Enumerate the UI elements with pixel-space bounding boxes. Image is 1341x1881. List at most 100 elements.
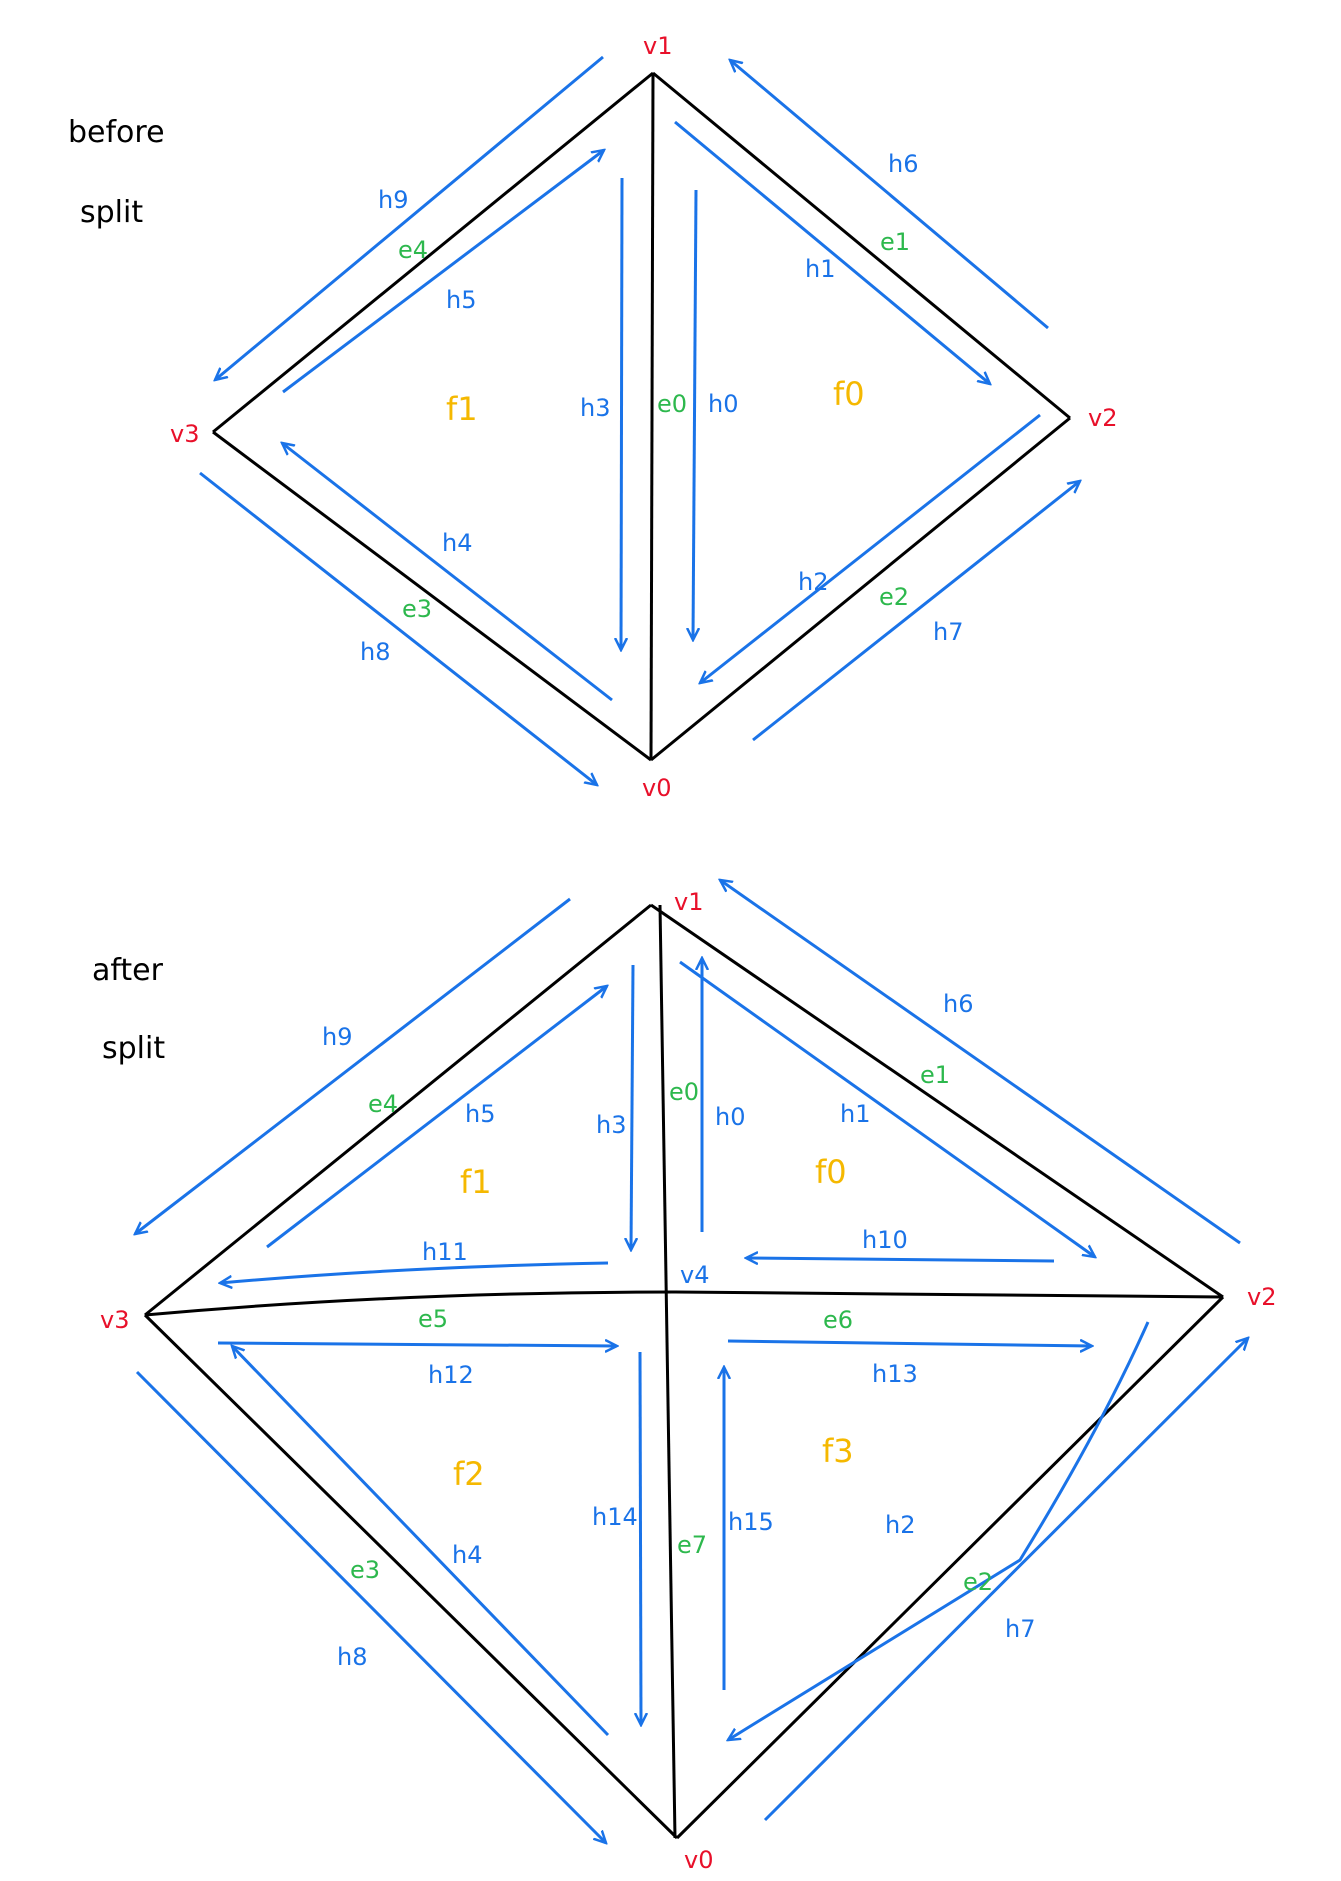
after-vertex-label-v3: v3 — [100, 1306, 129, 1334]
after-halfedge-h2-arrow — [728, 1321, 1150, 1740]
before-halfedge-label-h3: h3 — [580, 394, 610, 422]
before-edge-label-e2: e2 — [879, 583, 909, 611]
after-edge-v3-v1 — [144, 903, 652, 1317]
after-face-label-f1: f1 — [460, 1163, 492, 1201]
after-halfedge-label-h5: h5 — [465, 1100, 495, 1128]
after-title: after — [92, 953, 164, 988]
after-mesh-edges — [143, 903, 1225, 1840]
after-edge-label-e2: e2 — [963, 1568, 993, 1596]
after-face-label-f0: f0 — [815, 1153, 847, 1191]
before-halfedge-label-h5: h5 — [446, 286, 476, 314]
after-edge-label-e4: e4 — [368, 1090, 398, 1118]
before-halfedge-label-h4: h4 — [442, 529, 472, 557]
after-halfedge-h9-arrow — [135, 897, 571, 1234]
after-halfedge-label-h15: h15 — [728, 1508, 774, 1536]
before-vertex-label-v3: v3 — [170, 420, 199, 448]
after-halfedge-label-h10: h10 — [862, 1226, 908, 1254]
before-vertex-label-v2: v2 — [1088, 404, 1117, 432]
before-halfedge-label-h8: h8 — [360, 638, 390, 666]
before-mesh-edges — [212, 71, 1071, 762]
after-diagram: after split — [92, 880, 1276, 1874]
before-vertex-label-v0: v0 — [642, 774, 671, 802]
after-halfedge-h11-arrow — [220, 1261, 609, 1283]
after-edge-label-e3: e3 — [350, 1556, 380, 1584]
before-halfedge-h1-arrow — [674, 120, 990, 384]
after-halfedge-label-h1: h1 — [840, 1100, 870, 1128]
before-halfedge-h8-arrow — [199, 471, 597, 785]
after-halfedge-h10-arrow — [746, 1258, 1055, 1261]
before-halfedges — [199, 55, 1080, 785]
after-halfedge-h7-arrow — [763, 1338, 1248, 1822]
after-vertex-label-v1: v1 — [674, 888, 703, 916]
after-vertex-label-v2: v2 — [1247, 1283, 1276, 1311]
before-halfedge-h7-arrow — [752, 481, 1080, 742]
before-halfedge-h4-arrow — [282, 443, 613, 702]
before-halfedge-label-h1: h1 — [805, 255, 835, 283]
before-title-line2: split — [80, 195, 143, 230]
before-face-label-f0: f0 — [833, 375, 865, 413]
after-vertex-label-v4: v4 — [680, 1261, 709, 1289]
after-halfedge-label-h3: h3 — [596, 1111, 626, 1139]
before-halfedge-label-h7: h7 — [933, 618, 963, 646]
before-halfedge-label-h6: h6 — [888, 150, 918, 178]
after-halfedge-label-h6: h6 — [943, 990, 973, 1018]
before-title: before — [68, 115, 165, 150]
before-edge-v0-v3 — [212, 430, 652, 762]
before-edge-v3-v1 — [212, 71, 654, 434]
after-edge-label-e5: e5 — [418, 1305, 448, 1333]
before-face-label-f1: f1 — [446, 390, 478, 428]
after-halfedge-h3-arrow — [631, 964, 633, 1250]
after-halfedge-label-h12: h12 — [428, 1361, 474, 1389]
before-diagram: before split v1 v2 v3 v0 e0 — [68, 32, 1117, 802]
after-edge-v0-v3 — [143, 1313, 679, 1840]
after-halfedge-h1-arrow — [679, 960, 1095, 1257]
after-vertex-label-v0: v0 — [684, 1846, 713, 1874]
after-halfedge-label-h2: h2 — [885, 1511, 915, 1539]
after-halfedge-h12-arrow — [217, 1343, 617, 1346]
after-halfedge-h5-arrow — [266, 986, 607, 1249]
after-edge-label-e7: e7 — [677, 1531, 707, 1559]
before-vertex-label-v1: v1 — [643, 32, 672, 60]
after-edge-v2-v0 — [675, 1295, 1225, 1840]
after-halfedge-h8-arrow — [135, 1370, 606, 1843]
before-halfedge-label-h2: h2 — [798, 568, 828, 596]
after-edge-v3-v2 — [144, 1290, 1224, 1317]
after-edge-label-e6: e6 — [823, 1306, 853, 1334]
after-halfedge-label-h8: h8 — [337, 1643, 367, 1671]
after-halfedge-h4-arrow — [232, 1346, 610, 1737]
after-halfedge-label-h13: h13 — [872, 1360, 918, 1388]
before-edge-label-e4: e4 — [398, 236, 428, 264]
after-halfedge-label-h4: h4 — [452, 1541, 482, 1569]
before-edge-v2-v0 — [650, 416, 1071, 762]
before-halfedge-h3-arrow — [621, 177, 622, 650]
before-edge-v1-v0 — [649, 72, 655, 761]
before-halfedge-h5-arrow — [282, 150, 604, 394]
after-halfedge-label-h9: h9 — [322, 1023, 352, 1051]
after-halfedge-label-h14: h14 — [592, 1503, 638, 1531]
after-halfedge-label-h11: h11 — [422, 1238, 468, 1266]
after-face-label-f2: f2 — [453, 1455, 485, 1493]
before-edge-label-e0: e0 — [657, 390, 687, 418]
after-edge-label-e1: e1 — [920, 1061, 950, 1089]
after-title-line2: split — [102, 1031, 165, 1066]
before-halfedge-h2-arrow — [700, 413, 1041, 683]
after-edge-v1-v2 — [650, 903, 1224, 1299]
before-edge-v1-v2 — [652, 71, 1071, 420]
after-halfedge-label-h7: h7 — [1005, 1615, 1035, 1643]
before-edge-label-e3: e3 — [402, 595, 432, 623]
before-edge-label-e1: e1 — [880, 228, 910, 256]
before-halfedge-h9-arrow — [215, 55, 604, 380]
after-halfedge-h6-arrow — [720, 880, 1241, 1245]
after-edge-v1-v0 — [658, 904, 677, 1839]
after-face-label-f3: f3 — [822, 1432, 854, 1470]
after-halfedge-h14-arrow — [640, 1351, 641, 1725]
before-halfedge-label-h9: h9 — [378, 186, 408, 214]
before-halfedge-h0-arrow — [693, 189, 696, 640]
after-halfedges — [135, 880, 1248, 1843]
after-halfedge-h13-arrow — [727, 1341, 1092, 1346]
after-edge-label-e0: e0 — [669, 1078, 699, 1106]
after-halfedge-label-h0: h0 — [715, 1103, 745, 1131]
before-halfedge-label-h0: h0 — [708, 390, 738, 418]
before-halfedge-h6-arrow — [730, 60, 1049, 330]
